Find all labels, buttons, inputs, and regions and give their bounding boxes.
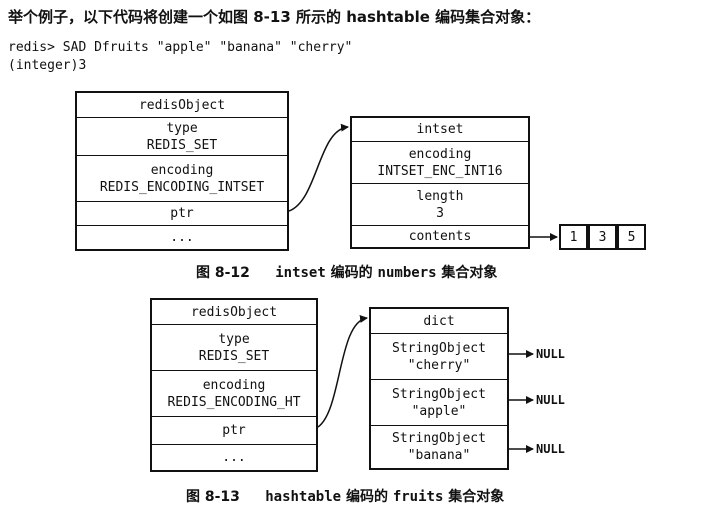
fig13-ptr-cell: ptr (152, 416, 316, 444)
fig13-redisobject-title: redisObject (190, 304, 278, 320)
contents-value: 5 (617, 224, 646, 250)
fig12-type-cell: type REDIS_SET (77, 117, 287, 155)
fig12-ptr-cell: ptr (77, 201, 287, 225)
contents-value: 1 (559, 224, 588, 250)
fig12-redisobject-box: redisObject type REDIS_SET encoding REDI… (75, 91, 289, 251)
fig13-caption: 图 8-13 hashtable 编码的 fruits 集合对象 (186, 489, 505, 505)
fig12-intset-box: intset encoding INTSET_ENC_INT16 length … (350, 116, 530, 249)
code-command: redis> SAD Dfruits "apple" "banana" "che… (8, 40, 353, 55)
fig13-ptr-arrow (317, 315, 368, 428)
fig13-dict-box: dict StringObject "cherry" StringObject … (369, 307, 509, 470)
fig12-more-cell: ... (77, 225, 287, 249)
contents-value: 3 (588, 224, 617, 250)
null-label: NULL (536, 347, 565, 361)
fig12-redisobject-title: redisObject (138, 97, 226, 113)
dict-entry: StringObject "cherry" (371, 333, 507, 379)
fig13-encoding-cell: encoding REDIS_ENCODING_HT (152, 370, 316, 416)
fig13-dict-title: dict (423, 313, 455, 329)
dict-entry: StringObject "banana" (371, 425, 507, 468)
fig13-type-cell: type REDIS_SET (152, 324, 316, 370)
dict-entry: StringObject "apple" (371, 379, 507, 425)
fig13-redisobject-box: redisObject type REDIS_SET encoding REDI… (150, 298, 318, 472)
fig13-more-cell: ... (152, 444, 316, 470)
fig12-encoding-cell: encoding REDIS_ENCODING_INTSET (77, 155, 287, 201)
code-result: (integer)3 (8, 58, 87, 73)
null-label: NULL (536, 442, 565, 456)
null-label: NULL (536, 393, 565, 407)
fig12-intset-encoding-cell: encoding INTSET_ENC_INT16 (352, 141, 528, 183)
intro-text: 举个例子，以下代码将创建一个如图 8-13 所示的 hashtable 编码集合… (8, 8, 541, 26)
fig12-caption: 图 8-12 intset 编码的 numbers 集合对象 (196, 265, 498, 281)
fig12-intset-length-cell: length 3 (352, 183, 528, 225)
fig12-ptr-arrow (288, 123, 349, 212)
fig12-intset-contents-cell: contents (352, 225, 528, 247)
fig12-intset-title: intset (416, 122, 464, 137)
